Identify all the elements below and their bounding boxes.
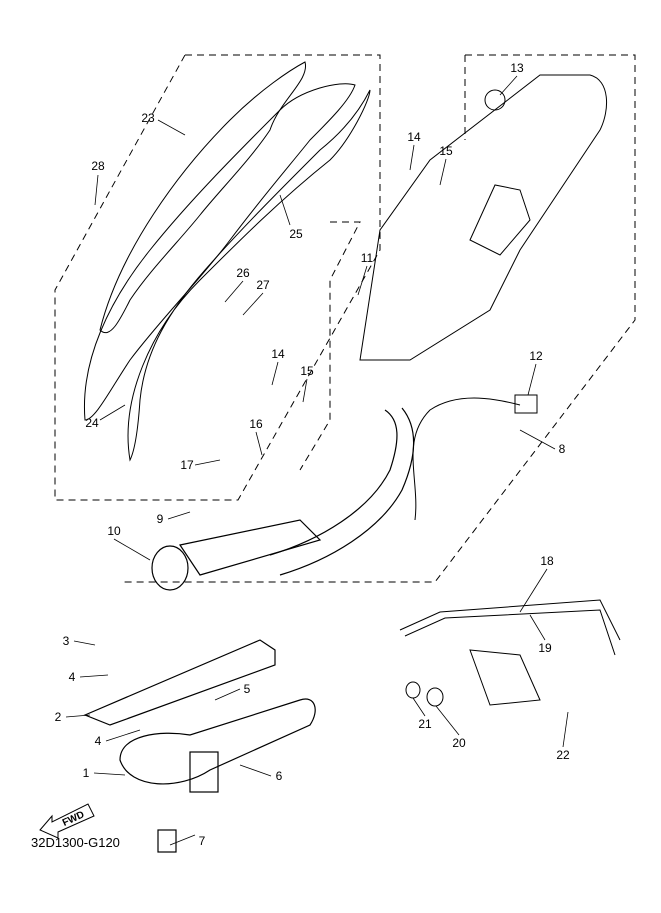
exhaust-pipe	[151, 407, 415, 591]
callout-14: 14	[271, 347, 285, 361]
sensor-cable	[412, 394, 538, 521]
callout-4: 4	[94, 734, 102, 748]
heat-shield-upper	[83, 61, 356, 421]
callout-16: 16	[249, 417, 263, 431]
callout-6: 6	[275, 769, 283, 783]
callout-20: 20	[452, 736, 466, 750]
fwd-label: FWD	[61, 809, 86, 829]
callout-8: 8	[558, 442, 566, 456]
muffler	[359, 74, 608, 361]
fwd-arrow-icon: FWD	[39, 803, 95, 839]
callout-24: 24	[85, 416, 99, 430]
callout-11: 11	[360, 251, 374, 265]
callout-26: 26	[236, 266, 250, 280]
cables	[399, 599, 621, 707]
callout-15: 15	[439, 144, 453, 158]
callout-5: 5	[243, 682, 251, 696]
callout-2: 2	[54, 710, 62, 724]
leader-lines	[65, 75, 569, 846]
callout-9: 9	[156, 512, 164, 526]
callout-13: 13	[510, 61, 524, 75]
pipe-group-box	[299, 221, 361, 471]
heat-shield-group-box	[54, 54, 381, 501]
callout-7: 7	[198, 834, 206, 848]
heat-shield-lower	[127, 89, 371, 462]
callout-28: 28	[91, 159, 105, 173]
group-boundaries	[54, 54, 636, 583]
muffler-group-box	[120, 54, 636, 583]
callout-25: 25	[289, 227, 303, 241]
callout-10: 10	[107, 524, 121, 538]
callout-15: 15	[300, 364, 314, 378]
diagram-code: 32D1300-G120	[31, 835, 120, 850]
callout-18: 18	[540, 554, 554, 568]
callout-21: 21	[418, 717, 432, 731]
callout-14: 14	[407, 130, 421, 144]
callout-27: 27	[256, 278, 270, 292]
callout-3: 3	[62, 634, 70, 648]
callout-4: 4	[68, 670, 76, 684]
callout-17: 17	[180, 458, 194, 472]
callout-22: 22	[556, 748, 570, 762]
callout-1: 1	[82, 766, 90, 780]
callout-19: 19	[538, 641, 552, 655]
lower-pipe	[83, 639, 316, 853]
callout-23: 23	[141, 111, 155, 125]
callout-12: 12	[529, 349, 543, 363]
